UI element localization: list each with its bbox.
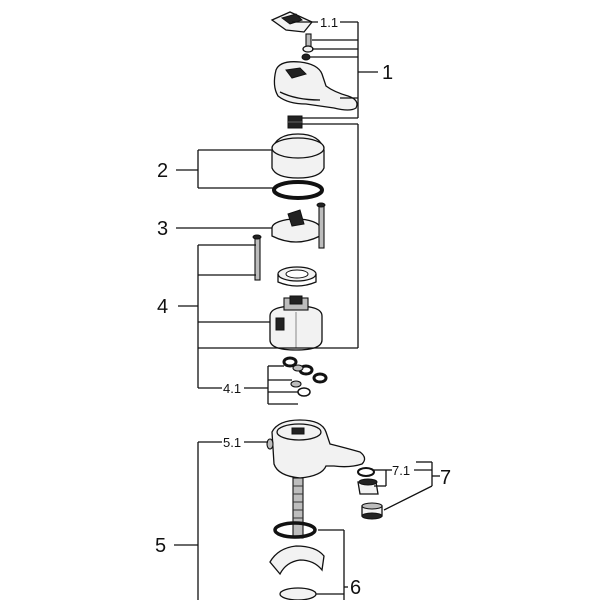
part-4-bolt bbox=[252, 234, 262, 281]
callout-5-1: 5.1 bbox=[223, 435, 241, 450]
part-6-mounting-bracket bbox=[269, 545, 325, 600]
callout-1: 1 bbox=[382, 62, 393, 84]
callout-7: 7 bbox=[440, 467, 451, 489]
part-4-ring bbox=[277, 266, 317, 287]
part-5-threaded-stud bbox=[292, 477, 304, 539]
part-4-1-seals bbox=[282, 356, 328, 397]
part-7-aerator bbox=[357, 467, 383, 520]
callout-2: 2 bbox=[157, 160, 168, 182]
callout-1-1: 1.1 bbox=[320, 15, 338, 30]
callout-5: 5 bbox=[155, 535, 166, 557]
part-1-screw bbox=[301, 33, 314, 61]
part-1-lever-handle bbox=[273, 61, 358, 111]
part-2-o-ring bbox=[272, 180, 324, 200]
callout-4: 4 bbox=[157, 296, 168, 318]
part-1-nut bbox=[287, 115, 303, 129]
part-2-dome-cover bbox=[271, 133, 325, 179]
leader-lines bbox=[174, 21, 440, 600]
callout-4-1: 4.1 bbox=[223, 381, 241, 396]
part-3-bolt bbox=[316, 202, 326, 249]
callout-6: 6 bbox=[350, 577, 361, 599]
part-5-faucet-body bbox=[266, 419, 366, 479]
part-4-cartridge-body bbox=[269, 295, 323, 351]
part-3-cartridge-top bbox=[271, 209, 321, 243]
callout-7-1: 7.1 bbox=[392, 463, 410, 478]
part-6-o-ring bbox=[273, 521, 317, 539]
callout-3: 3 bbox=[157, 218, 168, 240]
